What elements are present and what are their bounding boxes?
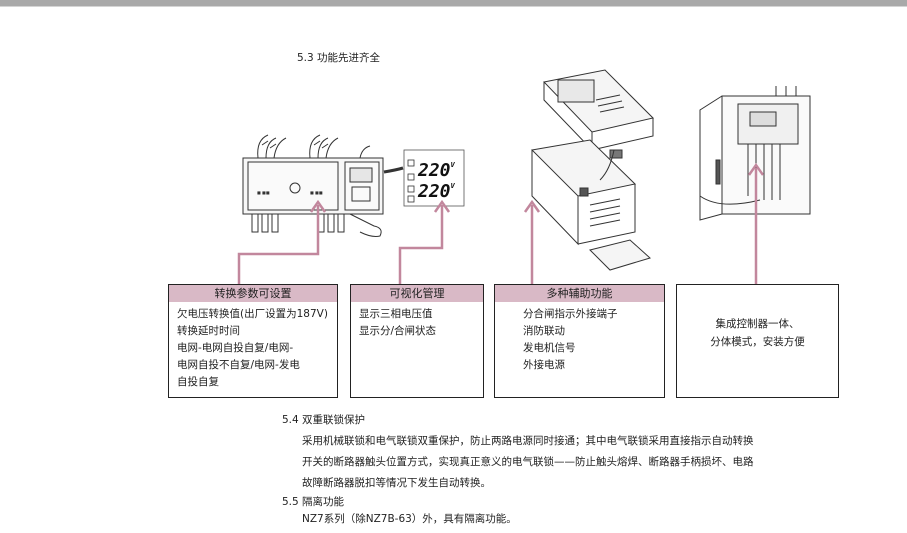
feature-line: 电网-电网自投自复/电网- bbox=[177, 342, 294, 354]
ats-switch-illustration: ■ ■■ ■ ■■ bbox=[242, 134, 404, 237]
feature-box-auxiliary: 多种辅助功能 分合闸指示外接端子 消防联动 发电机信号 外接电源 bbox=[494, 284, 665, 398]
feature-line: 显示三相电压值 bbox=[359, 308, 433, 320]
feature-line: 消防联动 bbox=[523, 325, 565, 337]
feature-line: 集成控制器一体、 bbox=[715, 318, 800, 330]
svg-text:■ ■■: ■ ■■ bbox=[257, 190, 270, 195]
feature-line: 分体模式，安装方便 bbox=[710, 336, 805, 348]
voltage-display: 220V 220V bbox=[403, 149, 465, 207]
feature-box-visual-management: 可视化管理 显示三相电压值 显示分/合闸状态 bbox=[350, 284, 484, 398]
voltage-unit: V bbox=[451, 161, 456, 169]
paragraph-line: 开关的断路器触头位置方式，实现真正意义的电气联锁——防止触头熔焊、断路器手柄损坏… bbox=[302, 456, 754, 468]
paragraph-line: 故障断路器脱扣等情况下发生自动转换。 bbox=[302, 477, 491, 489]
paragraph-line: NZ7系列（除NZ7B-63）外，具有隔离功能。 bbox=[302, 513, 517, 525]
cabinet-illustration bbox=[699, 86, 811, 221]
feature-line: 发电机信号 bbox=[523, 342, 576, 354]
feature-box-header: 转换参数可设置 bbox=[169, 285, 337, 302]
feature-line: 外接电源 bbox=[523, 359, 565, 371]
section-5-4-title: 5.4 双重联锁保护 bbox=[282, 414, 366, 426]
feature-box-header: 多种辅助功能 bbox=[495, 285, 664, 302]
section-5-3-title: 5.3 功能先进齐全 bbox=[297, 52, 381, 64]
feature-line: 转换延时时间 bbox=[177, 325, 240, 337]
feature-box-header: 可视化管理 bbox=[351, 285, 483, 302]
split-controller-illustration bbox=[530, 69, 654, 271]
voltage-reading-bottom: 220V bbox=[417, 181, 456, 202]
section-5-5-title: 5.5 隔离功能 bbox=[282, 496, 345, 508]
top-rule bbox=[0, 0, 907, 6]
feature-line: 显示分/合闸状态 bbox=[359, 325, 437, 337]
feature-line: 欠电压转换值(出厂设置为187V) bbox=[177, 308, 328, 320]
feature-box-parameters: 转换参数可设置 欠电压转换值(出厂设置为187V) 转换延时时间 电网-电网自投… bbox=[168, 284, 338, 398]
voltage-unit: V bbox=[451, 182, 456, 190]
voltage-reading-top: 220V bbox=[417, 160, 456, 181]
top-rule-shadow bbox=[0, 6, 907, 7]
svg-text:■ ■■: ■ ■■ bbox=[310, 190, 323, 195]
section-5-4-body: 采用机械联锁和电气联锁双重保护，防止两路电源同时接通；其中电气联锁采用直接指示自… bbox=[302, 431, 754, 494]
feature-line: 自投自复 bbox=[177, 376, 219, 388]
callout-lines bbox=[237, 162, 765, 284]
feature-line: 分合闸指示外接端子 bbox=[523, 308, 618, 320]
feature-box-integrated: 集成控制器一体、 分体模式，安装方便 bbox=[676, 284, 839, 398]
feature-line: 电网自投不自复/电网-发电 bbox=[177, 359, 300, 371]
paragraph-line: 采用机械联锁和电气联锁双重保护，防止两路电源同时接通；其中电气联锁采用直接指示自… bbox=[302, 435, 754, 447]
section-5-5-body: NZ7系列（除NZ7B-63）外，具有隔离功能。 bbox=[302, 509, 517, 530]
